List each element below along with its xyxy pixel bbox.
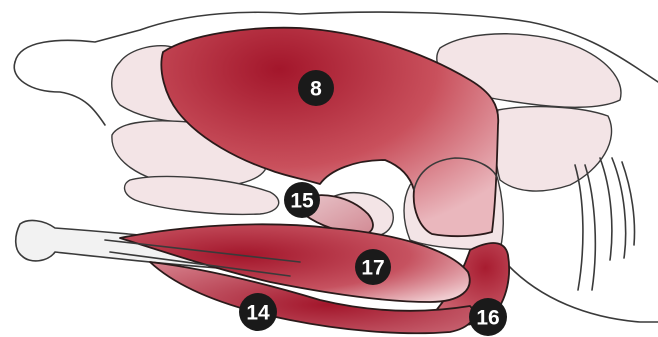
rib-line-4 bbox=[612, 158, 626, 258]
snout-underside-outline bbox=[14, 62, 105, 125]
label-16: 16 bbox=[469, 298, 507, 336]
label-15: 15 bbox=[284, 182, 320, 218]
label-14-text: 14 bbox=[246, 302, 270, 325]
rib-line-3 bbox=[600, 158, 612, 260]
label-8-text: 8 bbox=[310, 78, 322, 101]
label-16-text: 16 bbox=[476, 307, 499, 330]
label-15-text: 15 bbox=[290, 190, 314, 213]
label-17: 17 bbox=[355, 249, 391, 285]
rib-line-1 bbox=[575, 165, 583, 290]
ear-tissue-lower bbox=[495, 107, 611, 191]
label-8: 8 bbox=[298, 70, 334, 106]
rib-line-2 bbox=[585, 165, 595, 290]
cheek-tissue-lower bbox=[125, 176, 279, 214]
label-17-text: 17 bbox=[361, 257, 384, 280]
label-14: 14 bbox=[239, 293, 277, 331]
